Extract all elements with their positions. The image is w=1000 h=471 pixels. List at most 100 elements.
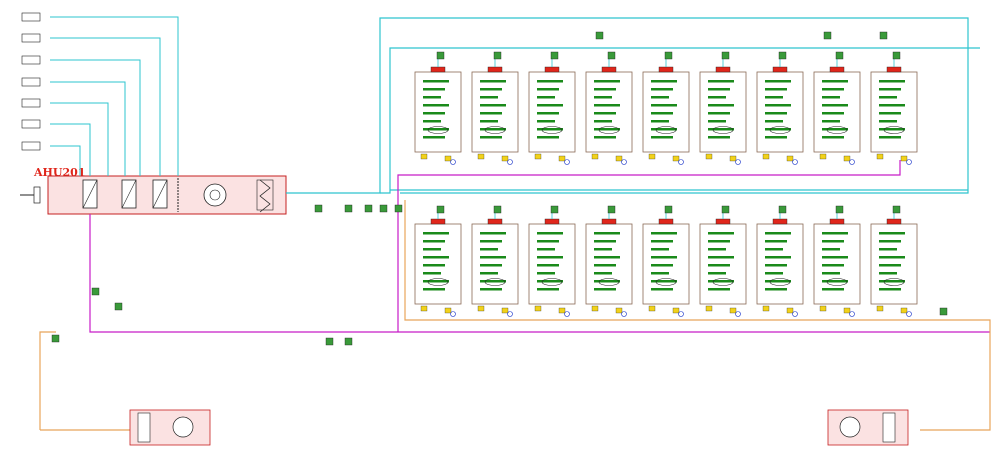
valve-icon <box>615 155 623 162</box>
terminal-damper <box>487 218 503 225</box>
valve-icon <box>876 305 884 312</box>
sensor-icon <box>769 126 791 134</box>
room-annotation <box>594 88 616 91</box>
room-annotation <box>822 240 844 243</box>
room-annotation <box>480 136 502 139</box>
room-annotation <box>594 104 620 107</box>
equipment-tag <box>364 204 373 213</box>
room-annotation <box>708 96 726 99</box>
room-annotation <box>651 88 673 91</box>
valve-icon <box>591 153 599 160</box>
room-annotation <box>822 88 844 91</box>
room-annotation <box>765 264 787 267</box>
room-annotation <box>651 288 673 291</box>
room-annotation <box>765 112 787 115</box>
room-annotation <box>423 104 449 107</box>
fan-icon <box>172 416 194 438</box>
room-annotation <box>423 136 445 139</box>
room-annotation <box>480 240 502 243</box>
damper-icon <box>256 179 274 211</box>
valve-icon <box>705 153 713 160</box>
room-annotation <box>651 248 669 251</box>
exhaust-fan-unit-right <box>827 409 909 446</box>
room-annotation <box>708 272 726 275</box>
valve-icon <box>615 307 623 314</box>
room-annotation <box>879 256 905 259</box>
room-annotation <box>423 272 441 275</box>
room-annotation <box>651 104 677 107</box>
room-annotation <box>594 264 616 267</box>
room-annotation <box>822 272 840 275</box>
room-annotation <box>537 264 559 267</box>
room-annotation <box>480 80 506 83</box>
equipment-tag <box>607 205 616 214</box>
room-annotation <box>765 272 783 275</box>
room-annotation <box>537 232 563 235</box>
equipment-tag <box>114 302 123 311</box>
sensor-icon <box>792 159 798 165</box>
equipment-tag <box>436 205 445 214</box>
room-annotation <box>594 248 612 251</box>
room-annotation <box>879 240 901 243</box>
valve-icon <box>672 307 680 314</box>
damper-icon <box>259 179 271 213</box>
sensor-icon <box>735 159 741 165</box>
room-annotation <box>708 112 730 115</box>
room-annotation <box>537 256 563 259</box>
room-annotation <box>822 96 840 99</box>
valve-icon <box>786 155 794 162</box>
equipment-tag <box>892 205 901 214</box>
equipment-tag <box>823 31 832 40</box>
supply-duct <box>286 17 980 194</box>
equipment-tag <box>493 205 502 214</box>
terminal-damper <box>715 66 731 73</box>
valve-icon <box>705 305 713 312</box>
terminal-damper <box>772 66 788 73</box>
terminal-damper <box>544 218 560 225</box>
room-annotation <box>423 232 449 235</box>
valve-icon <box>558 155 566 162</box>
ahu-unit: AHU201 <box>33 166 287 215</box>
terminal-damper <box>715 218 731 225</box>
room-annotation <box>879 288 901 291</box>
room-annotation <box>879 104 905 107</box>
room-annotation <box>423 280 449 283</box>
sensor-icon <box>769 278 791 286</box>
room-annotation <box>651 232 677 235</box>
terminal-damper <box>658 66 674 73</box>
valve-icon <box>729 307 737 314</box>
valve-icon <box>501 307 509 314</box>
room-annotation <box>879 232 905 235</box>
room-annotation <box>765 280 791 283</box>
room-annotation <box>651 120 669 123</box>
room-annotation <box>480 104 506 107</box>
room-annotation <box>765 128 791 131</box>
room-annotation <box>651 112 673 115</box>
sensor-icon <box>906 159 912 165</box>
room-annotation <box>537 136 559 139</box>
room-annotation <box>765 256 791 259</box>
terminal-damper <box>829 218 845 225</box>
room-annotation <box>822 120 840 123</box>
exhaust-fan-unit-left <box>129 409 211 446</box>
room-annotation <box>480 128 506 131</box>
sensor-icon <box>450 159 456 165</box>
sensor-icon <box>826 126 848 134</box>
terminal-damper <box>658 218 674 225</box>
room-annotation <box>879 112 901 115</box>
room-annotation <box>765 120 783 123</box>
room-annotation <box>423 88 445 91</box>
room-annotation <box>537 88 559 91</box>
room-annotation <box>708 120 726 123</box>
equipment-tag <box>778 51 787 60</box>
sensor-icon <box>712 278 734 286</box>
room-annotation <box>822 80 848 83</box>
equipment-tag <box>394 204 403 213</box>
room-annotation <box>480 256 506 259</box>
sensor-icon <box>598 278 620 286</box>
room-terminal-grid <box>414 58 918 317</box>
room-annotation <box>822 128 848 131</box>
room-annotation <box>594 280 620 283</box>
equipment-tag <box>607 51 616 60</box>
valve-icon <box>819 305 827 312</box>
